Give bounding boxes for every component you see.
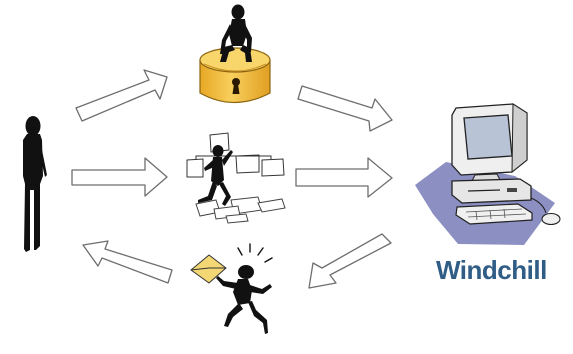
- arrow-mail-to-person: [82, 240, 173, 284]
- arrow-person-to-lock: [75, 69, 168, 122]
- arrow-person-to-files: [71, 157, 168, 197]
- locked-person-icon: [199, 4, 271, 103]
- arrow-files-to-computer: [295, 157, 393, 198]
- file-organizer-icon: [186, 132, 286, 224]
- windchill-label: Windchill: [436, 255, 547, 285]
- computer-icon: [415, 103, 561, 245]
- excited-mail-person-icon: [190, 243, 273, 334]
- arrow-computer-to-mail: [308, 233, 392, 289]
- arrow-lock-to-computer: [297, 85, 393, 132]
- person-icon: [23, 116, 47, 252]
